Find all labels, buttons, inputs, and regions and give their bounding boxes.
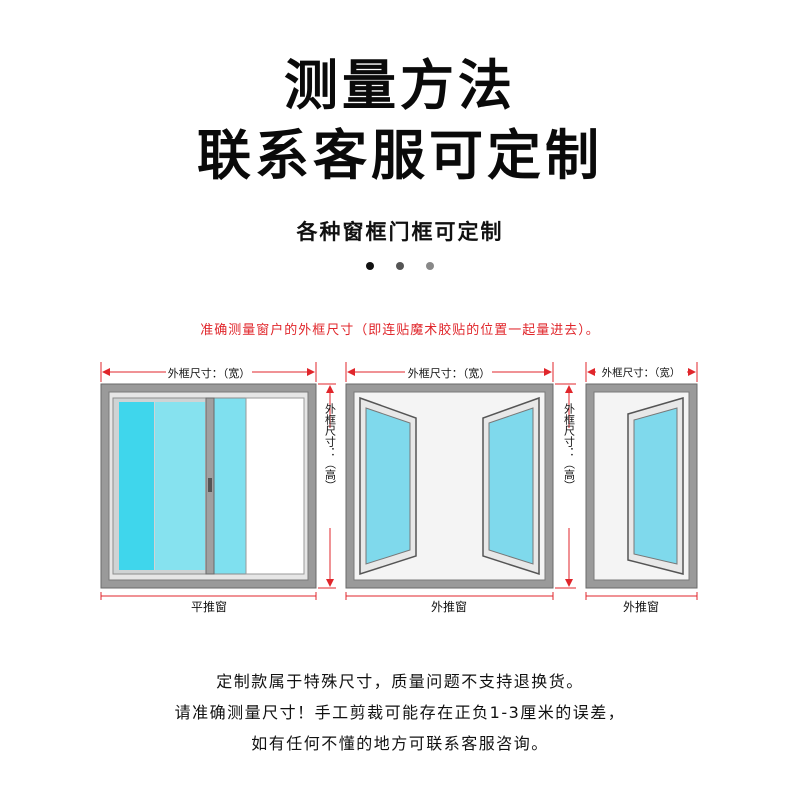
measurement-note: 准确测量窗户的外框尺寸（即连贴魔术胶贴的位置一起量进去）。 [200, 323, 600, 338]
window1-width-label: 外框尺寸：（宽） [168, 366, 251, 380]
indicator-dot [366, 262, 374, 270]
footer-line-3: 如有任何不懂的地方可联系客服咨询。 [251, 734, 549, 753]
indicator-dot [426, 262, 434, 270]
carousel-indicator [0, 262, 800, 270]
page-subtitle: 各种窗框门框可定制 [296, 220, 504, 244]
sliding-window: 外框尺寸：（宽） 外框尺寸：（高） 平推窗 [100, 362, 337, 614]
footer-line-1: 定制款属于特殊尺寸，质量问题不支持退换货。 [216, 672, 584, 691]
window3-width-label: 外框尺寸：（宽） [602, 366, 681, 379]
page-title-line1: 测量方法 [284, 53, 516, 117]
page-title-line2: 联系客服可定制 [197, 123, 603, 187]
window3-caption: 外推窗 [623, 600, 659, 614]
window2-caption: 外推窗 [431, 600, 467, 614]
casement-window-single: 外框尺寸：（宽） 外推窗 [585, 362, 698, 614]
casement-window-double: 外框尺寸：（宽） 外框尺寸：（高） 外推窗 [345, 362, 576, 614]
window1-caption: 平推窗 [191, 600, 227, 614]
window1-height-label: 外框尺寸：（高） [324, 403, 337, 491]
window2-width-label: 外框尺寸：（宽） [408, 366, 491, 380]
footer-line-2: 请准确测量尺寸！手工剪裁可能存在正负1-3厘米的误差， [174, 703, 626, 722]
window2-height-label: 外框尺寸：（高） [563, 403, 576, 491]
indicator-dot [396, 262, 404, 270]
